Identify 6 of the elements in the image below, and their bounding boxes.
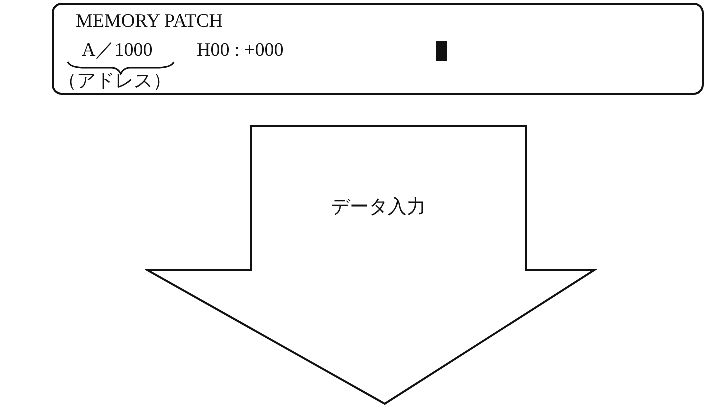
arrow-label: データ入力 (331, 197, 426, 219)
address-field: A／1000 (82, 40, 153, 62)
panel-heading: MEMORY PATCH (76, 11, 223, 33)
data-field: H00 : +000 (197, 40, 284, 62)
address-caption: （アドレス） (58, 71, 172, 93)
display-panel (52, 3, 704, 95)
